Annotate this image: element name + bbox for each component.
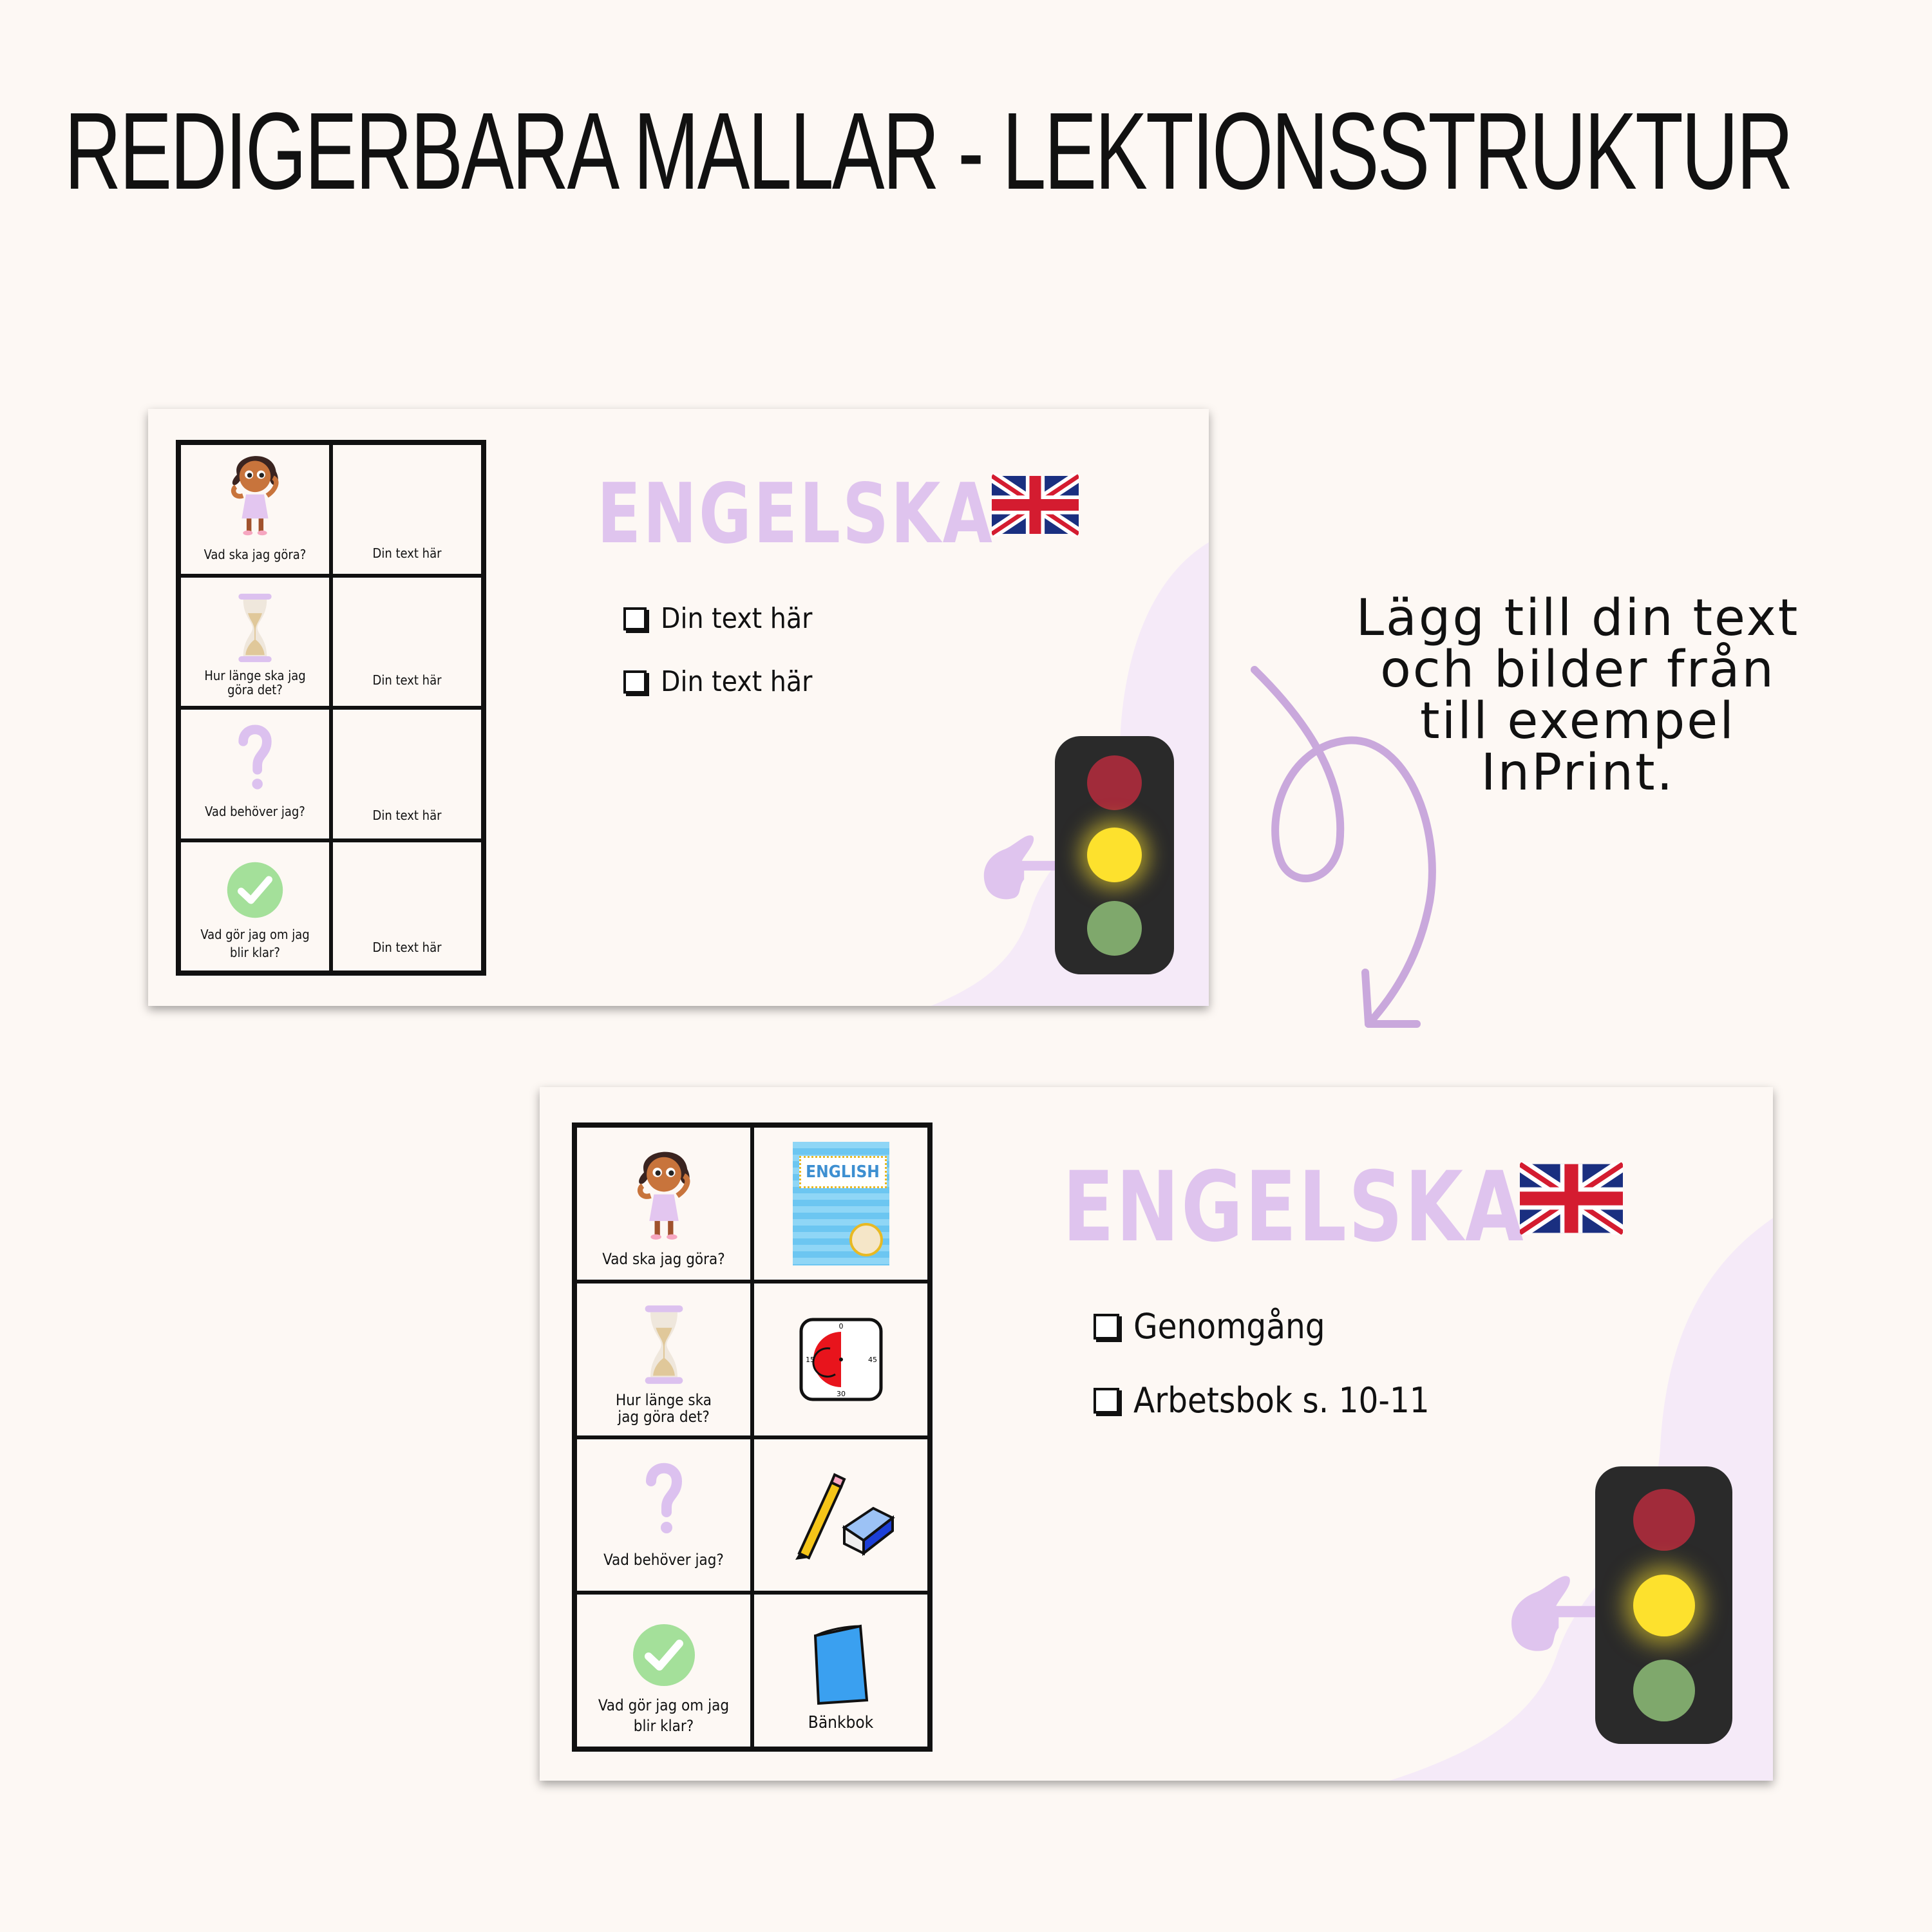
row-value[interactable]: Din text här [372, 545, 442, 561]
checkmark-icon [226, 861, 284, 919]
grid-value-cell[interactable]: Din text här [331, 443, 483, 576]
subject-title: ENGELSKA [1063, 1151, 1526, 1264]
annotation-line: InPrint. [1481, 744, 1675, 802]
traffic-light-icon [1055, 736, 1174, 974]
checklist-item[interactable]: Din text här [623, 602, 812, 635]
page-title: REDIGERBARA MALLAR - LEKTIONSSTRUKTUR [64, 90, 1794, 213]
checkmark-icon [632, 1623, 696, 1687]
row-label: Vad gör jag om jag blir klar? [200, 927, 310, 960]
hourglass-icon [643, 1304, 685, 1385]
checklist-item[interactable]: Arbetsbok s. 10-11 [1094, 1380, 1430, 1421]
checkbox[interactable] [623, 607, 647, 630]
question-mark-icon [237, 723, 273, 793]
checklist-text[interactable]: Din text här [661, 665, 813, 698]
pencil-eraser-icon [795, 1473, 895, 1560]
traffic-light-icon [1595, 1466, 1732, 1744]
timer-label: 15 [806, 1356, 815, 1364]
row-value[interactable]: Bänkbok [808, 1713, 874, 1732]
book-cover-icon: ENGLISH [792, 1141, 889, 1265]
lesson-grid: Vad ska jag göra? Din text här Hur länge… [176, 440, 486, 976]
timer-icon: 0 15 30 45 [799, 1318, 882, 1401]
checkbox[interactable] [1094, 1387, 1119, 1414]
row-label: Hur länge ska jag göra det? [204, 668, 306, 697]
checklist-text[interactable]: Arbetsbok s. 10-11 [1133, 1380, 1430, 1421]
grid-value-cell[interactable]: 0 15 30 45 [752, 1281, 929, 1437]
checklist-item[interactable]: Genomgång [1094, 1306, 1325, 1347]
cover-title: ENGLISH [806, 1162, 880, 1182]
grid-label-cell: Vad gör jag om jag blir klar? [179, 840, 331, 972]
yellow-lamp [1087, 828, 1142, 882]
row-value[interactable]: Din text här [372, 672, 442, 688]
annotation-line: Lägg till din text [1356, 589, 1800, 647]
grid-label-cell: Vad ska jag göra? [575, 1126, 752, 1282]
row-label: Vad behöver jag? [205, 803, 305, 819]
annotation-text: Lägg till din text och bilder från till … [1327, 592, 1829, 799]
grid-label-cell: Vad behöver jag? [179, 708, 331, 840]
row-label: Vad ska jag göra? [204, 546, 307, 562]
annotation-line: och bilder från [1380, 641, 1776, 699]
red-lamp [1087, 755, 1142, 810]
green-lamp [1087, 901, 1142, 956]
grid-value-cell[interactable]: ENGLISH [752, 1126, 929, 1282]
timer-label: 30 [837, 1390, 846, 1398]
grid-value-cell[interactable] [752, 1437, 929, 1593]
row-label: Vad gör jag om jag blir klar? [598, 1696, 730, 1735]
red-lamp [1633, 1489, 1695, 1551]
grid-label-cell: Hur länge ska jag göra det? [575, 1281, 752, 1437]
row-label: Hur länge ska jag göra det? [616, 1390, 712, 1426]
grid-label-cell: Hur länge ska jag göra det? [179, 575, 331, 708]
grid-label-cell: Vad ska jag göra? [179, 443, 331, 576]
annotation-line: till exempel [1420, 692, 1736, 750]
girl-thinking-icon [629, 1142, 699, 1242]
grid-value-cell[interactable]: Din text här [331, 575, 483, 708]
subject-title: ENGELSKA [597, 466, 995, 562]
example-slide: Vad ska jag göra? ENGLISH Hur länge ska … [540, 1087, 1773, 1781]
girl-thinking-icon [223, 448, 287, 538]
checklist-item[interactable]: Din text här [623, 665, 812, 698]
row-value[interactable]: Din text här [372, 807, 442, 823]
lesson-grid: Vad ska jag göra? ENGLISH Hur länge ska … [572, 1122, 933, 1752]
uk-flag-icon [1520, 1162, 1623, 1235]
hourglass-icon [236, 592, 274, 663]
checklist-text[interactable]: Din text här [661, 602, 813, 635]
row-value[interactable]: Din text här [372, 940, 442, 955]
row-label: Vad behöver jag? [603, 1551, 724, 1569]
uk-flag-icon [992, 473, 1079, 536]
curved-arrow-icon [1251, 666, 1436, 1028]
blue-book-icon [813, 1624, 868, 1705]
timer-label: 45 [868, 1356, 877, 1364]
grid-value-cell[interactable]: Bänkbok [752, 1593, 929, 1748]
checkbox[interactable] [1094, 1313, 1119, 1340]
template-slide: Vad ska jag göra? Din text här Hur länge… [148, 409, 1209, 1006]
timer-label: 0 [838, 1322, 843, 1331]
yellow-lamp [1633, 1575, 1695, 1636]
grid-label-cell: Vad behöver jag? [575, 1437, 752, 1593]
grid-value-cell[interactable]: Din text här [331, 708, 483, 840]
grid-value-cell[interactable]: Din text här [331, 840, 483, 972]
question-mark-icon [645, 1461, 683, 1538]
checklist-text[interactable]: Genomgång [1133, 1306, 1325, 1347]
row-label: Vad ska jag göra? [602, 1249, 725, 1268]
checkbox[interactable] [623, 670, 647, 694]
grid-label-cell: Vad gör jag om jag blir klar? [575, 1593, 752, 1748]
green-lamp [1633, 1660, 1695, 1721]
